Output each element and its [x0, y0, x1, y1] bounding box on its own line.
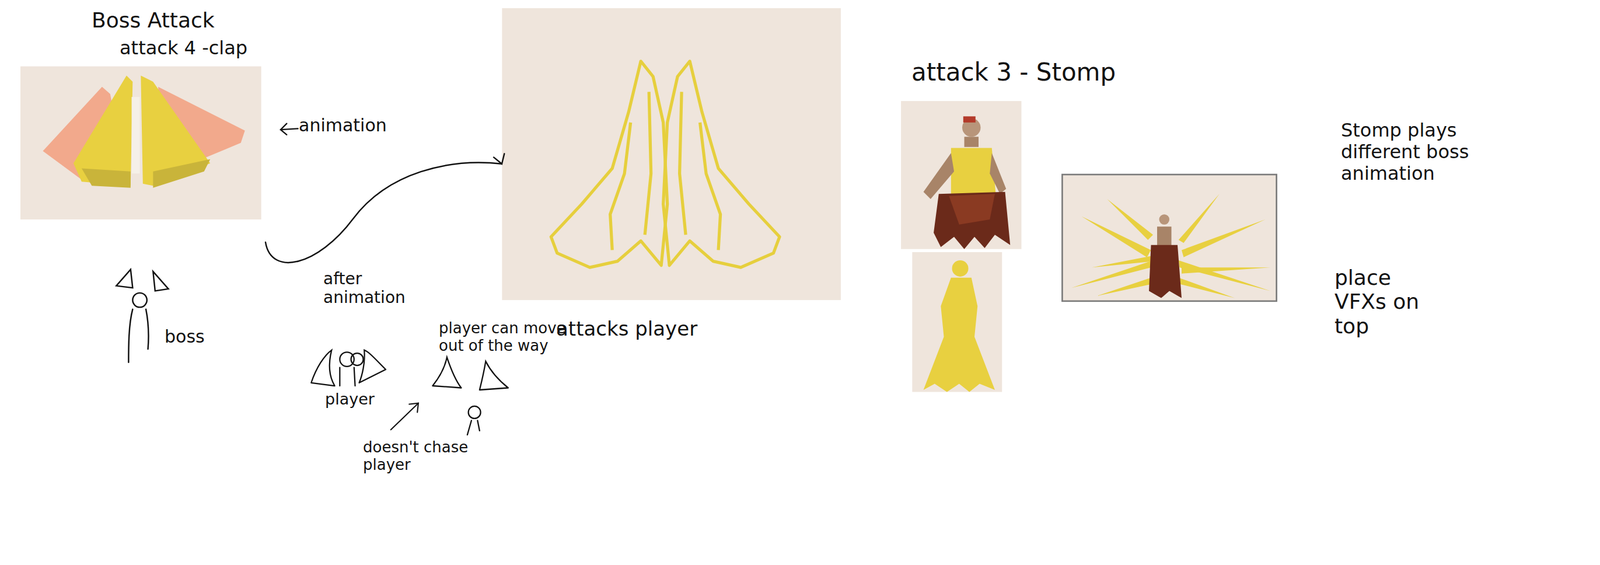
stomp-rays	[1071, 193, 1271, 298]
clap-gap	[131, 96, 141, 174]
sketch-note: player	[325, 389, 413, 408]
panel-heading: attack 4 -clap	[119, 37, 248, 59]
sketch-note: boss	[164, 326, 235, 348]
sketch-note: attack 3 - Stomp	[911, 58, 1215, 87]
sketch-note: animation	[298, 115, 451, 136]
curved-arrow	[265, 153, 505, 263]
right-shadow	[152, 159, 211, 188]
sketch-title: Boss Attack	[91, 8, 215, 33]
boss-silhouette	[923, 260, 995, 393]
boss-figure	[116, 269, 169, 363]
clap-panel	[20, 66, 262, 220]
vfx-panel	[1061, 174, 1277, 302]
sketch-note: place VFXs on top	[1334, 265, 1423, 338]
hands-outline	[550, 61, 780, 268]
boss-sprite	[923, 116, 1011, 249]
sketch-note: Stomp plays different boss animation	[1340, 119, 1516, 184]
panel-heading: attacks player	[556, 317, 698, 341]
boss-sprite-panel	[900, 100, 1022, 250]
edge-label: after animation	[320, 269, 437, 307]
sketch-panel: attack 4 -clap	[20, 29, 269, 243]
sketch-note: player can move out of the way	[438, 319, 574, 355]
silhouette-panel	[912, 252, 1002, 393]
sketch-panel: attacks player	[501, 8, 841, 347]
sketch-note: doesn't chase player	[362, 438, 498, 474]
attack-panel	[501, 8, 841, 300]
dodge-figure	[432, 357, 508, 435]
left-shadow	[81, 168, 131, 188]
player-figure	[311, 350, 386, 386]
vfx-boss	[1148, 214, 1182, 298]
callout-arrow	[390, 403, 419, 430]
pointer-arrow	[280, 123, 299, 135]
